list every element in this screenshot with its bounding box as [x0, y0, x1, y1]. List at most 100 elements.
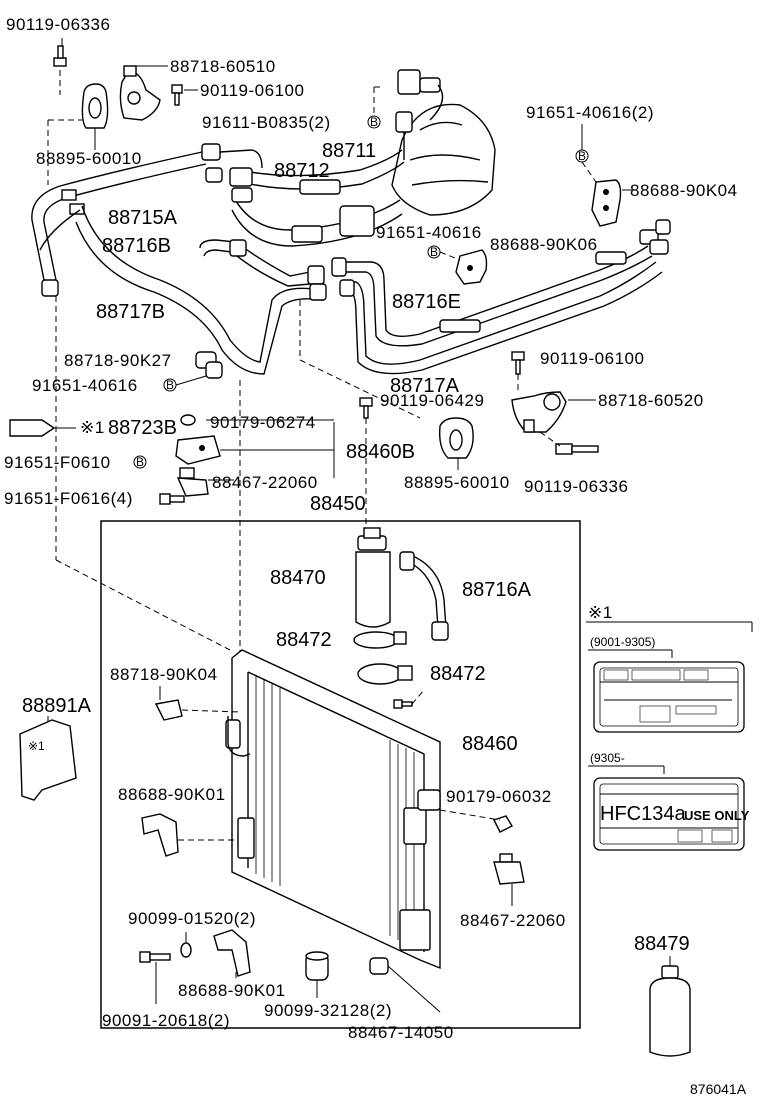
- bracket-88688-90K01-bottom: [213, 929, 251, 977]
- bracket-88688-90K04: [591, 179, 622, 227]
- pipe-88716A: [399, 551, 449, 641]
- condenser-group-box: [100, 520, 581, 1029]
- svg-text:B: B: [370, 115, 378, 129]
- bracket-88460B: [175, 435, 221, 465]
- clamp-88472-lower: [357, 663, 413, 685]
- label-88716A: 88716A: [462, 579, 532, 601]
- hose-88711: [249, 149, 405, 195]
- label-88717A: 88717A: [390, 375, 460, 397]
- fitting-88715A: [41, 189, 85, 297]
- svg-text:B: B: [136, 455, 144, 469]
- hose-88712: [231, 193, 403, 247]
- bracket-88688-90K01-left: [141, 813, 179, 857]
- label-88472-upper: 88472: [276, 629, 332, 651]
- label-ref-symbol: ※1: [80, 418, 105, 437]
- bolt-90119-06429: [359, 397, 373, 419]
- receiver-88470: [355, 527, 391, 628]
- inset-range-1: (9001-9305): [590, 635, 655, 649]
- label-88715A: 88715A: [108, 207, 178, 229]
- circled-b-marker-3: B: [427, 245, 441, 259]
- label-88688-90K06: 88688-90K06: [490, 235, 598, 254]
- label-88723B: 88723B: [108, 417, 177, 439]
- bolt-90119-06336-top: [53, 45, 67, 67]
- clamp-88472-upper: [353, 631, 407, 649]
- label-88460B: 88460B: [346, 441, 415, 463]
- label-90099-32128: 90099-32128(2): [264, 1001, 392, 1020]
- clamp-88895-60010-top: [81, 83, 109, 129]
- washer-90099-01520: [180, 942, 192, 958]
- pressure-switch-88467-22060-top: [176, 467, 209, 497]
- label-91651-40616-mid: 91651-40616: [376, 223, 482, 242]
- label-90099-01520: 90099-01520(2): [128, 909, 256, 928]
- svg-text:B: B: [578, 149, 586, 163]
- pipe-ends-right: [439, 219, 671, 333]
- inset-range-2: (9305-: [590, 751, 625, 765]
- label-88718-60520: 88718-60520: [598, 391, 704, 410]
- decal-new: [593, 777, 745, 851]
- label-91611-B0835: 91611-B0835(2): [202, 113, 331, 132]
- cushion-90099-32128: [305, 951, 329, 981]
- cushion-88467-14050: [369, 957, 389, 975]
- circled-b-marker-2: B: [575, 149, 589, 163]
- pipe-88717A: [339, 261, 663, 375]
- bolt-90119-06100-right: [511, 351, 525, 375]
- label-90119-06100-right: 90119-06100: [540, 349, 644, 368]
- compressor-fitting-mid: [395, 111, 413, 160]
- clamp-88895-60010-lower: [438, 417, 474, 459]
- circled-b-marker-5: B: [133, 455, 147, 469]
- decal-old: [593, 661, 745, 733]
- label-88450: 88450: [310, 493, 366, 515]
- circled-b-marker-1: B: [367, 115, 381, 129]
- condenser-tank-left: [225, 716, 251, 757]
- label-91651-40616-2: 91651-40616(2): [526, 103, 654, 122]
- label-88472-lower: 88472: [430, 663, 486, 685]
- labels: 90119-06336 88718-60510 90119-06100 9161…: [4, 15, 750, 1097]
- sensor-88723B: [9, 419, 76, 437]
- label-88688-90K01-left: 88688-90K01: [118, 785, 226, 804]
- clamp-88718-90K04: [154, 699, 183, 721]
- svg-text:※1: ※1: [28, 739, 45, 753]
- bolt-90091-20618: [139, 951, 171, 963]
- label-90119-06429: 90119-06429: [380, 391, 484, 410]
- bracket-88718-60520: [511, 391, 567, 433]
- compressor-body: [391, 103, 496, 216]
- nut-90179-06274: [180, 414, 196, 426]
- label-90119-06336-top: 90119-06336: [6, 15, 110, 34]
- label-88688-90K01-bottom: 88688-90K01: [178, 981, 286, 1000]
- bolt-91651-F0616: [159, 493, 185, 505]
- label-88891A: 88891A: [22, 695, 92, 717]
- label-90119-06100-top: 90119-06100: [200, 81, 304, 100]
- label-88711: 88711: [322, 140, 376, 162]
- label-88716B: 88716B: [102, 235, 171, 257]
- inset-reference: [586, 621, 753, 851]
- label-91651-F0610: 91651-F0610: [4, 453, 111, 472]
- label-88712: 88712: [274, 160, 330, 182]
- diagram-id: 876041A: [690, 1081, 747, 1097]
- label-88718-90K04: 88718-90K04: [110, 665, 218, 684]
- label-91651-F0616: 91651-F0616(4): [4, 489, 133, 508]
- label-88460: 88460: [462, 733, 518, 755]
- condenser-88460: [231, 649, 441, 970]
- label-90091-20618: 90091-20618(2): [102, 1011, 230, 1030]
- inset-title: ※1: [588, 603, 613, 622]
- label-88716E: 88716E: [392, 291, 461, 313]
- circled-b-marker-4: B: [163, 378, 177, 392]
- pipe-88716B: [199, 239, 327, 301]
- label-90119-06336-right: 90119-06336: [524, 477, 628, 496]
- clamp-88718-90K27: [195, 351, 223, 379]
- label-88718-60510: 88718-60510: [170, 57, 276, 76]
- label-88895-60010-top: 88895-60010: [36, 149, 142, 168]
- label-91651-40616-left: 91651-40616: [32, 376, 138, 395]
- bolt-90119-06336-right: [555, 443, 599, 455]
- svg-text:B: B: [430, 245, 438, 259]
- label-90179-06032: 90179-06032: [446, 787, 552, 806]
- compressor-fitting-top: [397, 69, 444, 121]
- label-88717B: 88717B: [96, 301, 165, 323]
- bracket-88718-60510: [119, 65, 161, 121]
- label-88479: 88479: [634, 933, 690, 955]
- bolt-90119-06100-top: [171, 84, 183, 106]
- label-88467-22060-top: 88467-22060: [212, 473, 318, 492]
- refrigerant-can-88479: [649, 965, 691, 1057]
- pipe-88717B: [39, 205, 323, 375]
